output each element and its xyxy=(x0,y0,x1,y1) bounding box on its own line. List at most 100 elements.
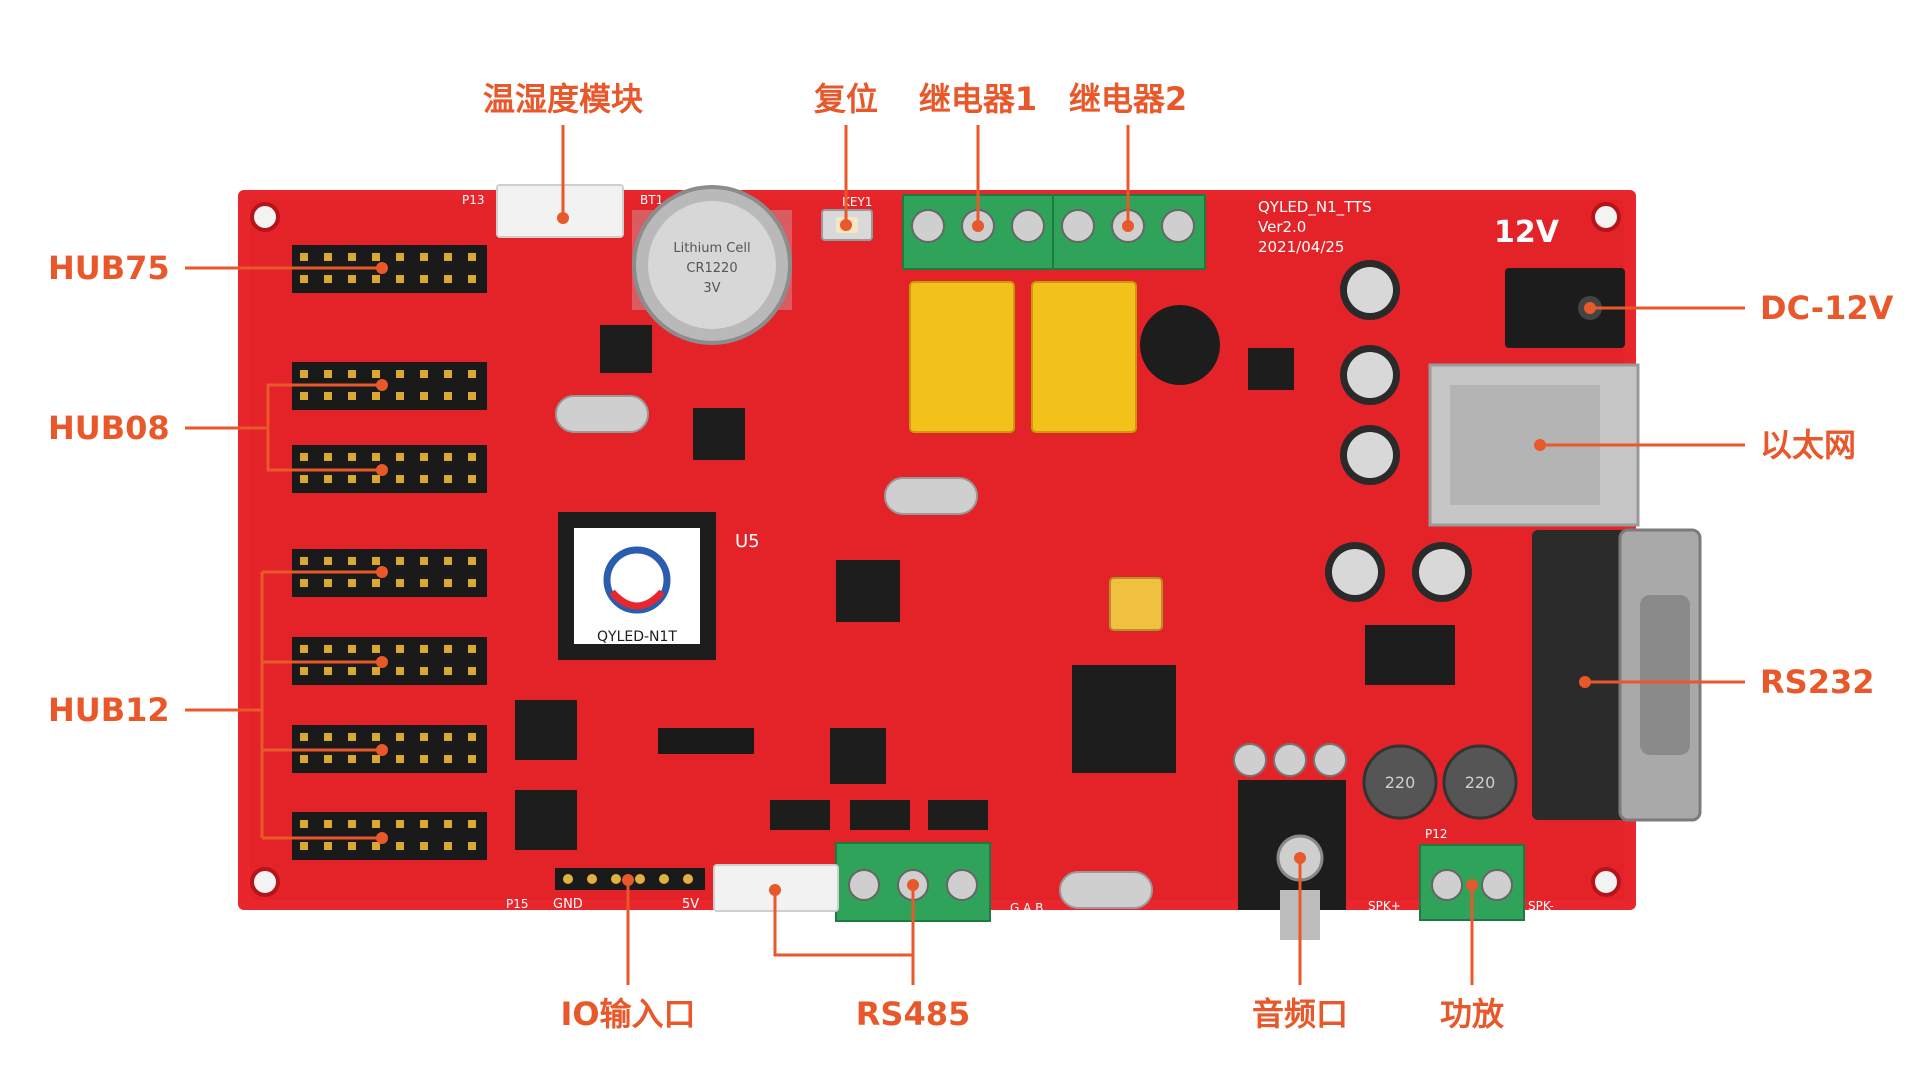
chip-logo-text: QYLED-N1T xyxy=(597,629,677,645)
label-rs232: RS232 xyxy=(1760,663,1874,701)
header-pin xyxy=(348,820,356,828)
key-ref: KEY1 xyxy=(842,195,872,209)
battery-text-1: Lithium Cell xyxy=(673,241,750,256)
label-audio: 音频口 xyxy=(1252,995,1348,1033)
header-pin xyxy=(468,557,476,565)
header-pin xyxy=(372,579,380,587)
label-hub08: HUB08 xyxy=(48,409,170,447)
leader-hub08-b xyxy=(266,428,382,472)
header-pin xyxy=(396,392,404,400)
header-pin xyxy=(420,579,428,587)
gnd-mark: GND xyxy=(553,897,583,912)
spk-plus: SPK+ xyxy=(1368,899,1401,913)
header-pin xyxy=(468,733,476,741)
label-relay1: 继电器1 xyxy=(919,80,1037,118)
header-pin xyxy=(444,370,452,378)
power-inductors: 220 220 xyxy=(1362,744,1518,820)
header-pin xyxy=(396,253,404,261)
header-pin xyxy=(396,645,404,653)
label-ethernet: 以太网 xyxy=(1760,426,1856,464)
header-pin xyxy=(348,370,356,378)
header-pin xyxy=(348,275,356,283)
label-amplifier: 功放 xyxy=(1440,995,1505,1033)
small-cap xyxy=(1273,743,1307,777)
label-rs485: RS485 xyxy=(856,995,970,1033)
ic-left-1 xyxy=(515,700,577,760)
crystal-y100 xyxy=(884,477,978,515)
header-pin xyxy=(468,253,476,261)
ic-left-2 xyxy=(515,790,577,850)
leader-rs485 xyxy=(773,890,915,985)
header-pin xyxy=(372,392,380,400)
header-pin xyxy=(300,755,308,763)
header-pin xyxy=(396,820,404,828)
jumper-p7 xyxy=(658,728,754,754)
header-pin xyxy=(468,820,476,828)
mounting-hole xyxy=(1591,867,1621,897)
header-pin xyxy=(348,475,356,483)
label-relay2: 继电器2 xyxy=(1069,80,1187,118)
header-pin xyxy=(300,842,308,850)
header-pin xyxy=(324,392,332,400)
spk-minus: SPK- xyxy=(1528,899,1554,913)
header-pin xyxy=(348,579,356,587)
header-pin xyxy=(420,275,428,283)
header-pin xyxy=(444,820,452,828)
board-version: Ver2.0 xyxy=(1258,218,1306,236)
audio-jack xyxy=(1238,780,1346,940)
p15-mark: P15 xyxy=(506,897,529,911)
header-pin xyxy=(396,370,404,378)
header-pin xyxy=(420,253,428,261)
mounting-hole xyxy=(250,867,280,897)
label-hub75: HUB75 xyxy=(48,249,170,287)
label-reset: 复位 xyxy=(814,80,878,118)
p12-mark: P12 xyxy=(1425,827,1448,841)
header-pin xyxy=(348,557,356,565)
header-pin xyxy=(444,392,452,400)
header-pin xyxy=(444,733,452,741)
capacitor-top xyxy=(1347,352,1393,398)
header-pin xyxy=(300,475,308,483)
header-pin xyxy=(372,842,380,850)
capacitors xyxy=(1325,260,1472,602)
crystal-y3 xyxy=(1059,871,1153,909)
header-pin xyxy=(324,667,332,675)
header-pin xyxy=(420,842,428,850)
header-pin xyxy=(300,820,308,828)
header-pin xyxy=(420,370,428,378)
dc-jack xyxy=(1505,268,1625,348)
header-pin xyxy=(468,275,476,283)
label-hub12: HUB12 xyxy=(48,691,170,729)
header-pin xyxy=(324,645,332,653)
capacitor-top xyxy=(1347,267,1393,313)
header-pin xyxy=(324,557,332,565)
header-pin xyxy=(468,579,476,587)
label-temp-humidity: 温湿度模块 xyxy=(483,80,643,118)
battery-text-2: CR1220 xyxy=(686,261,737,276)
trimmer-vr1 xyxy=(1109,577,1163,631)
header-pin xyxy=(348,842,356,850)
header-pin xyxy=(420,645,428,653)
coin-battery: Lithium Cell CR1220 3V xyxy=(632,185,792,345)
ic-mid xyxy=(830,728,886,784)
header-pin xyxy=(372,275,380,283)
relay-2 xyxy=(1031,281,1137,433)
bt1-mark: BT1 xyxy=(640,193,663,207)
header-pin xyxy=(372,820,380,828)
header-pin xyxy=(348,667,356,675)
header-pin xyxy=(396,733,404,741)
header-pin xyxy=(324,820,332,828)
leader-hub08 xyxy=(185,383,382,430)
small-cap xyxy=(1313,743,1347,777)
header-pin xyxy=(372,453,380,461)
ic-u100 xyxy=(836,560,900,622)
header-pin xyxy=(444,557,452,565)
mounting-hole xyxy=(1591,202,1621,232)
ic-small xyxy=(693,408,745,460)
capacitor-top xyxy=(1419,549,1465,595)
header-pin xyxy=(420,667,428,675)
ic-audio xyxy=(1072,665,1176,773)
header-pin xyxy=(324,453,332,461)
board-date: 2021/04/25 xyxy=(1258,238,1344,256)
main-chip: QYLED-N1T U5 xyxy=(558,512,760,660)
